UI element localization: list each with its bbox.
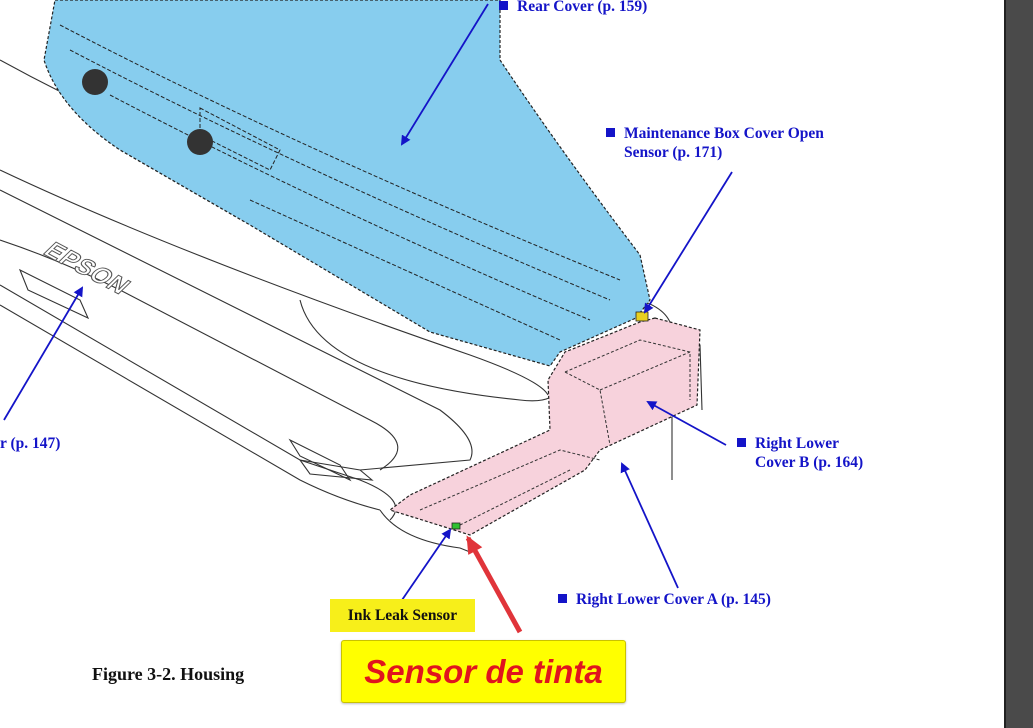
viewer-scrollbar[interactable] <box>1004 0 1033 728</box>
right-lower-b-arrow <box>646 401 727 446</box>
sensor-de-tinta-annotation: Sensor de tinta <box>341 640 626 703</box>
figure-caption: Figure 3-2. Housing <box>92 664 245 684</box>
callout-arrows <box>3 3 733 601</box>
speaker-grille-right <box>187 129 213 155</box>
bullet-icon <box>558 594 567 603</box>
speaker-grille-left <box>82 69 108 95</box>
maintenance-sensor-arrow <box>643 171 733 314</box>
right-lower-cover-shape <box>388 317 701 536</box>
ink-leak-sensor-marker <box>451 522 461 530</box>
callout-right-lower-b: Right Lower Cover B (p. 164) <box>737 434 863 472</box>
scrollbar-edge <box>1004 0 1006 728</box>
callout-left-cover: r (p. 147) <box>0 435 61 452</box>
rear-cover-arrow <box>400 3 489 146</box>
rear-cover-shape <box>43 0 651 367</box>
rear-cover-details <box>59 24 621 341</box>
callout-rear-cover: Rear Cover (p. 159) <box>499 0 647 16</box>
maintenance-sensor-marker <box>635 311 649 322</box>
bullet-icon <box>499 1 508 10</box>
bullet-icon <box>606 128 615 137</box>
right-lower-cover-details <box>419 339 691 526</box>
ink-leak-sensor-label: Ink Leak Sensor <box>330 599 475 632</box>
callout-right-lower-a: Right Lower Cover A (p. 145) <box>558 590 771 609</box>
sensor-red-arrow <box>465 535 523 634</box>
right-lower-a-arrow <box>620 462 679 589</box>
left-cover-arrow <box>3 286 84 421</box>
bullet-icon <box>737 438 746 447</box>
callout-maintenance-sensor: Maintenance Box Cover Open Sensor (p. 17… <box>606 124 824 162</box>
ink-leak-arrow <box>401 528 452 601</box>
